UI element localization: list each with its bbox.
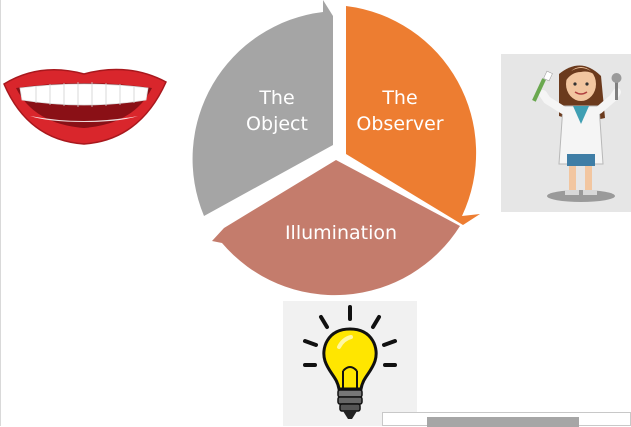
label-object-line1: The xyxy=(258,87,294,109)
label-observer-line2: Observer xyxy=(356,113,443,135)
segment-observer xyxy=(346,6,480,225)
label-observer-line1: The xyxy=(381,87,417,109)
bulb-figure xyxy=(303,305,397,419)
media-control-bar[interactable] xyxy=(382,412,631,427)
label-object-line2: Object xyxy=(246,113,308,135)
segment-object xyxy=(192,0,333,216)
light-bulb-icon xyxy=(283,301,417,426)
slide-border xyxy=(0,0,1,426)
dentist-figure xyxy=(532,65,622,202)
segment-illumination xyxy=(212,160,460,296)
smiling-mouth-icon xyxy=(3,68,167,145)
label-illumination: Illumination xyxy=(285,222,397,244)
dentist-illustration xyxy=(501,54,631,212)
media-progress[interactable] xyxy=(427,417,579,427)
